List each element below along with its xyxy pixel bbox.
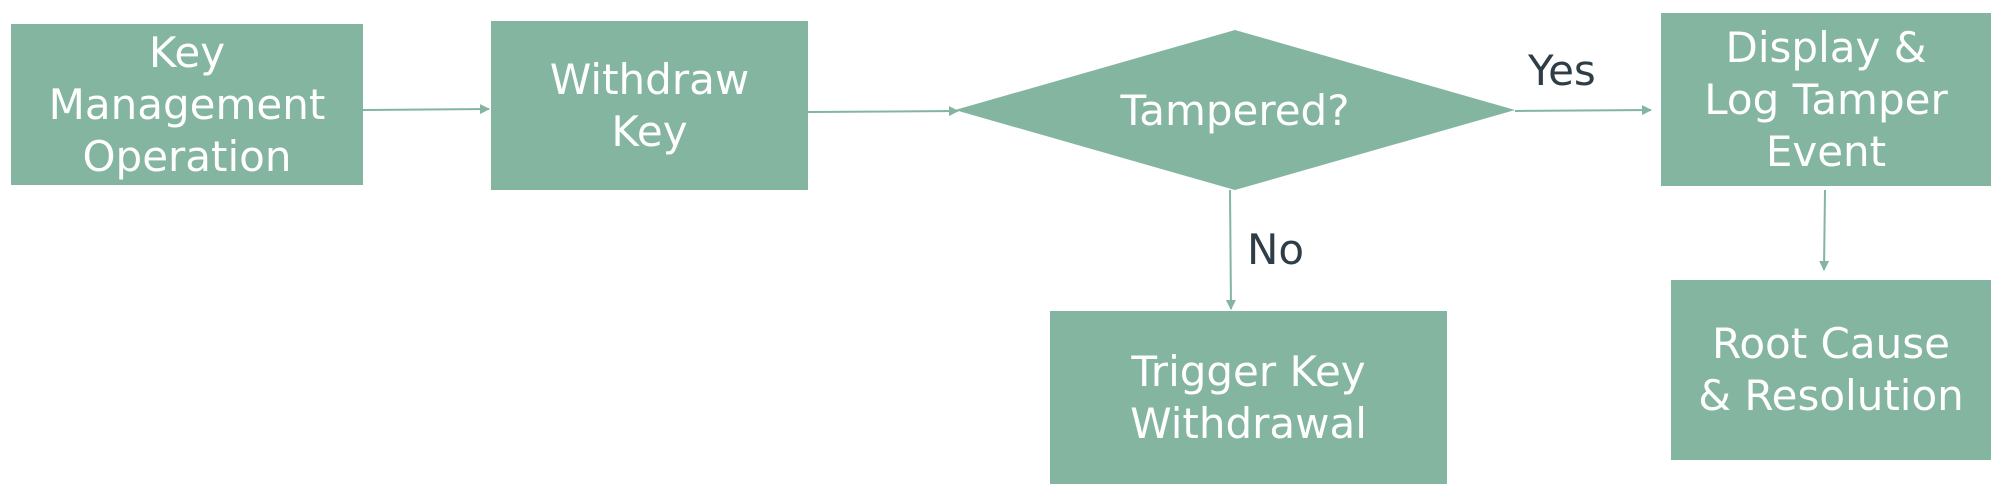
edge-label-yes: Yes: [1528, 46, 1596, 95]
root-cause-resolution-label: Root Cause & Resolution: [1698, 319, 1964, 420]
trigger-key-withdrawal-label: Trigger Key Withdrawal: [1130, 346, 1367, 448]
arrow-operation-to-withdraw: [362, 104, 490, 115]
arrow-withdraw-to-decision: [807, 106, 959, 117]
withdraw-key-node: Withdraw Key: [491, 21, 808, 190]
key-management-operation-node: Key Management Operation: [11, 24, 363, 185]
tampered-decision-diamond: [955, 30, 1515, 190]
display-log-tamper-event-label: Display & Log Tamper Event: [1704, 22, 1948, 176]
display-log-tamper-event-node: Display & Log Tamper Event: [1661, 13, 1991, 186]
tampered-decision-label: Tampered?: [1120, 86, 1350, 135]
arrow-yes-to-display: [1514, 105, 1652, 116]
root-cause-resolution-node: Root Cause & Resolution: [1671, 280, 1991, 460]
withdraw-key-label: Withdraw Key: [549, 54, 750, 156]
key-management-operation-label: Key Management Operation: [48, 27, 326, 181]
arrow-display-to-root-cause: [1819, 189, 1830, 271]
trigger-key-withdrawal-node: Trigger Key Withdrawal: [1050, 311, 1447, 484]
arrow-no-to-trigger: [1225, 189, 1236, 310]
edge-label-no: No: [1247, 225, 1305, 274]
